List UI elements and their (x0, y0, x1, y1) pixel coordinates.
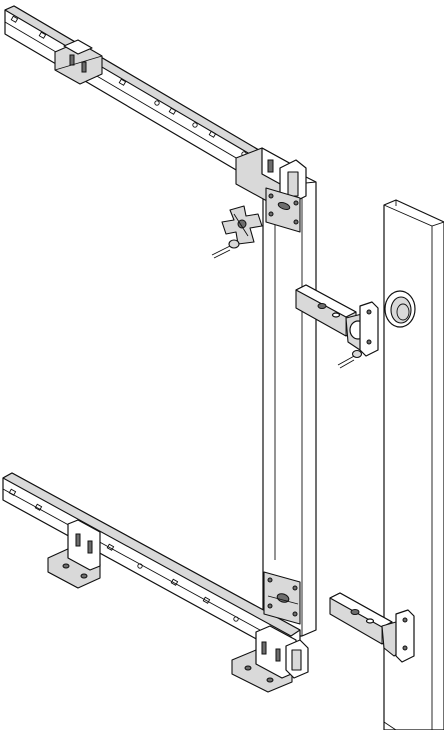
door-upper-plate (265, 187, 301, 233)
lower-runner-rail (2, 472, 301, 659)
upper-mounting-plate (235, 147, 307, 207)
upper-rail-bracket (54, 39, 103, 85)
hinge-cup-bore (384, 290, 416, 328)
lower-concealed-hinge (329, 592, 415, 663)
screw-hinge (337, 349, 363, 369)
upper-concealed-hinge (295, 284, 379, 357)
lower-rail-bracket (47, 519, 101, 589)
cross-mounting-plate (221, 205, 263, 245)
lower-mounting-plate (231, 625, 309, 693)
screw-upper (211, 239, 240, 259)
door-panel (262, 174, 317, 637)
door-lower-plate (263, 571, 301, 625)
